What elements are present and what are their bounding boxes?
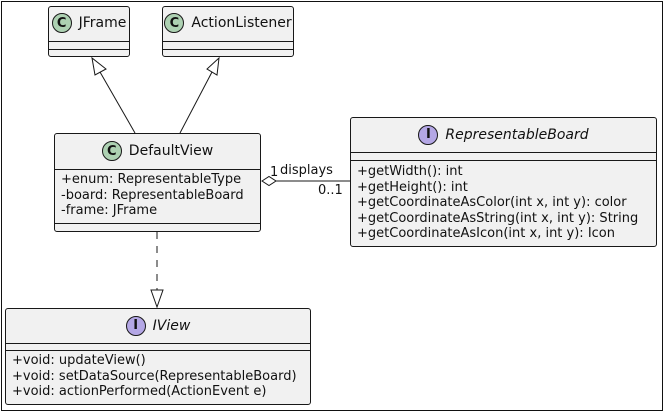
class-actionlistener-name: ActionListener — [191, 15, 292, 31]
realization-arrowhead-iview — [150, 289, 164, 309]
class-jframe-name: JFrame — [78, 15, 127, 31]
divider — [163, 41, 293, 42]
class-jframe-header: C JFrame — [49, 7, 129, 39]
method-row: +getHeight(): int — [357, 179, 468, 195]
aggregation-diamond — [261, 175, 277, 187]
interface-representableboard-name: RepresentableBoard — [445, 126, 589, 143]
method-row: +void: actionPerformed(ActionEvent e) — [12, 384, 267, 399]
class-defaultview-header: C DefaultView — [55, 134, 260, 168]
inheritance-line-jframe — [99, 71, 136, 134]
divider — [351, 160, 656, 161]
interface-representableboard-methods: +getWidth(): int +getHeight(): int +getC… — [357, 164, 652, 242]
class-defaultview: C DefaultView +enum: RepresentableType -… — [54, 133, 261, 232]
class-stereotype-icon: C — [164, 13, 185, 33]
interface-representableboard-header: I RepresentableBoard — [351, 118, 656, 151]
interface-iview-header: I IView — [6, 309, 310, 342]
divider — [6, 343, 310, 344]
field-row: -board: RepresentableBoard — [61, 187, 244, 203]
method-row: +getCoordinateAsString(int x, int y): St… — [357, 210, 639, 226]
method-row: +getCoordinateAsIcon(int x, int y): Icon — [357, 226, 615, 241]
source-multiplicity: 1 — [270, 165, 279, 180]
divider — [55, 169, 260, 170]
divider — [55, 223, 260, 224]
interface-representableboard: I RepresentableBoard +getWidth(): int +g… — [350, 117, 657, 247]
interface-iview-name: IView — [152, 317, 191, 334]
inheritance-line-actionlistener — [179, 71, 213, 134]
class-jframe: C JFrame — [48, 6, 130, 57]
field-row: -frame: JFrame — [61, 203, 158, 218]
divider — [163, 49, 293, 50]
divider — [49, 49, 129, 50]
interface-iview: I IView +void: updateView() +void: setDa… — [5, 308, 311, 405]
class-stereotype-icon: C — [51, 13, 72, 33]
method-row: +getWidth(): int — [357, 164, 463, 179]
association-label: displays — [280, 163, 333, 178]
divider — [49, 41, 129, 42]
method-row: +void: setDataSource(RepresentableBoard) — [12, 368, 297, 384]
class-defaultview-fields: +enum: RepresentableType -board: Represe… — [61, 172, 256, 219]
interface-stereotype-icon: I — [418, 124, 439, 145]
interface-stereotype-icon: I — [125, 315, 146, 336]
class-defaultview-name: DefaultView — [128, 143, 214, 159]
interface-iview-methods: +void: updateView() +void: setDataSource… — [12, 353, 306, 400]
class-actionlistener-header: C ActionListener — [163, 7, 293, 39]
inheritance-arrowhead-jframe — [91, 56, 107, 76]
inheritance-arrowhead-actionlistener — [206, 56, 220, 76]
divider — [6, 350, 310, 351]
class-actionlistener: C ActionListener — [162, 6, 294, 57]
method-row: +getCoordinateAsColor(int x, int y): col… — [357, 195, 627, 210]
class-stereotype-icon: C — [101, 141, 122, 161]
divider — [351, 152, 656, 153]
target-multiplicity: 0..1 — [318, 183, 343, 198]
field-row: +enum: RepresentableType — [61, 172, 242, 187]
method-row: +void: updateView() — [12, 353, 146, 368]
